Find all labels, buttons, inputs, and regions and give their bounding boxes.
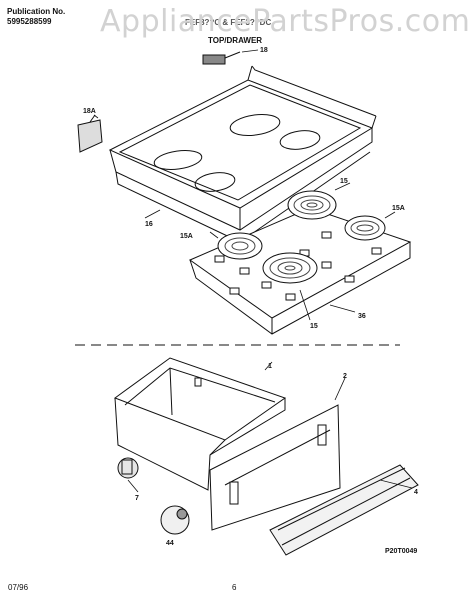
callout-44: 44	[166, 540, 174, 547]
publication-number: 5995288599	[7, 17, 52, 26]
surface-element-15-bottom	[262, 252, 318, 284]
drawer-handle-part-4	[269, 464, 419, 556]
callout-16: 16	[145, 221, 153, 228]
callout-18a: 18A	[83, 108, 96, 115]
diagram-code: P20T0049	[385, 548, 418, 555]
publication-label: Publication No.	[7, 7, 66, 16]
callout-15a-left: 15A	[180, 233, 193, 240]
callout-36: 36	[358, 313, 366, 320]
callout-2: 2	[343, 373, 347, 380]
drawer-front-part-2	[209, 404, 341, 531]
bracket-part-18a	[77, 114, 103, 153]
drawer-body-part-1	[113, 357, 287, 491]
callout-15-bottom: 15	[310, 323, 318, 330]
screw-part-44	[160, 505, 190, 535]
surface-element-15a-left	[217, 232, 263, 260]
callout-18: 18	[260, 47, 268, 54]
footer-date: 07/96	[8, 583, 29, 592]
callout-15a-right: 15A	[392, 205, 405, 212]
hinge-part-18	[202, 51, 241, 65]
surface-element-15a-right	[344, 215, 386, 241]
model-number: FEF3??C & FEF3??DC	[185, 18, 272, 27]
surface-element-15-top	[287, 190, 337, 220]
drawer-roller-part-7	[117, 457, 139, 479]
footer-page-number: 6	[232, 583, 237, 592]
section-title: TOP/DRAWER	[208, 36, 263, 45]
callout-1: 1	[268, 363, 272, 370]
leader-lines	[93, 49, 413, 493]
callout-15-top: 15	[340, 178, 348, 185]
callout-4: 4	[414, 489, 418, 496]
callout-7: 7	[135, 495, 139, 502]
watermark: AppliancePartsPros.com	[100, 4, 471, 39]
